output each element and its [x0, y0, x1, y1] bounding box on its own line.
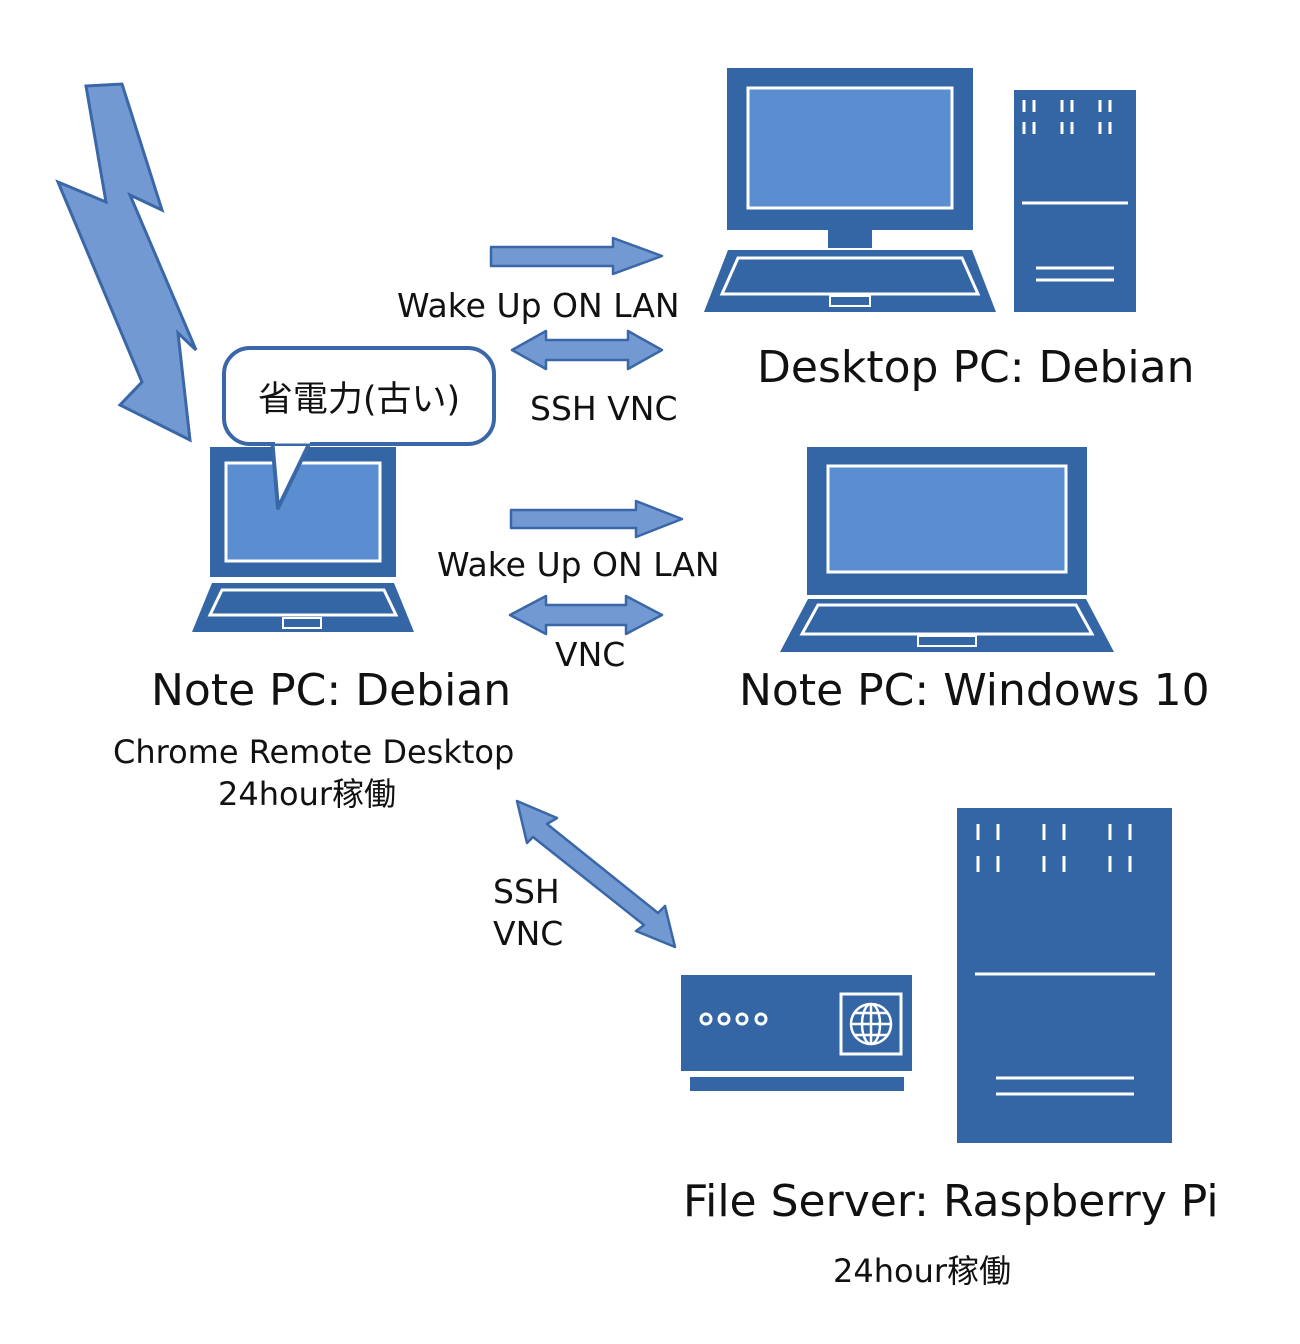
server-remote-label-2: VNC	[493, 914, 564, 953]
note-pc-debian-note-1: Chrome Remote Desktop	[113, 733, 515, 771]
windows-wol-label: Wake Up ON LAN	[437, 545, 720, 584]
file-server-name: File Server: Raspberry Pi	[683, 1176, 1219, 1227]
desktop-remote-label: SSH VNC	[530, 389, 678, 428]
router-icon	[681, 975, 912, 1091]
note-pc-windows-icon	[780, 447, 1114, 652]
server-tower-icon	[957, 808, 1172, 1143]
desktop-wol-label: Wake Up ON LAN	[397, 286, 680, 325]
arrow-wol-windows	[509, 499, 684, 539]
arrow-wol-desktop	[489, 236, 664, 276]
arrow-vnc-windows	[508, 594, 664, 636]
note-pc-debian-name: Note PC: Debian	[151, 665, 512, 716]
desktop-monitor-icon	[704, 68, 996, 312]
note-pc-windows-name: Note PC: Windows 10	[739, 665, 1210, 716]
note-pc-debian-icon	[192, 447, 414, 632]
arrow-ssh-vnc-desktop	[510, 329, 664, 371]
callout-bubble	[222, 346, 496, 510]
globe-icon	[849, 1002, 893, 1046]
callout-text: 省電力(古い)	[257, 379, 461, 420]
file-server-note: 24hour稼働	[833, 1252, 1012, 1290]
desktop-tower-icon	[1014, 90, 1136, 312]
arrow-ssh-vnc-server	[515, 799, 677, 949]
server-remote-label-1: SSH	[493, 872, 560, 911]
lightning-bolt-icon	[55, 82, 198, 443]
windows-remote-label: VNC	[555, 635, 626, 674]
note-pc-debian-note-2: 24hour稼働	[218, 775, 397, 813]
desktop-pc-name: Desktop PC: Debian	[757, 342, 1195, 393]
